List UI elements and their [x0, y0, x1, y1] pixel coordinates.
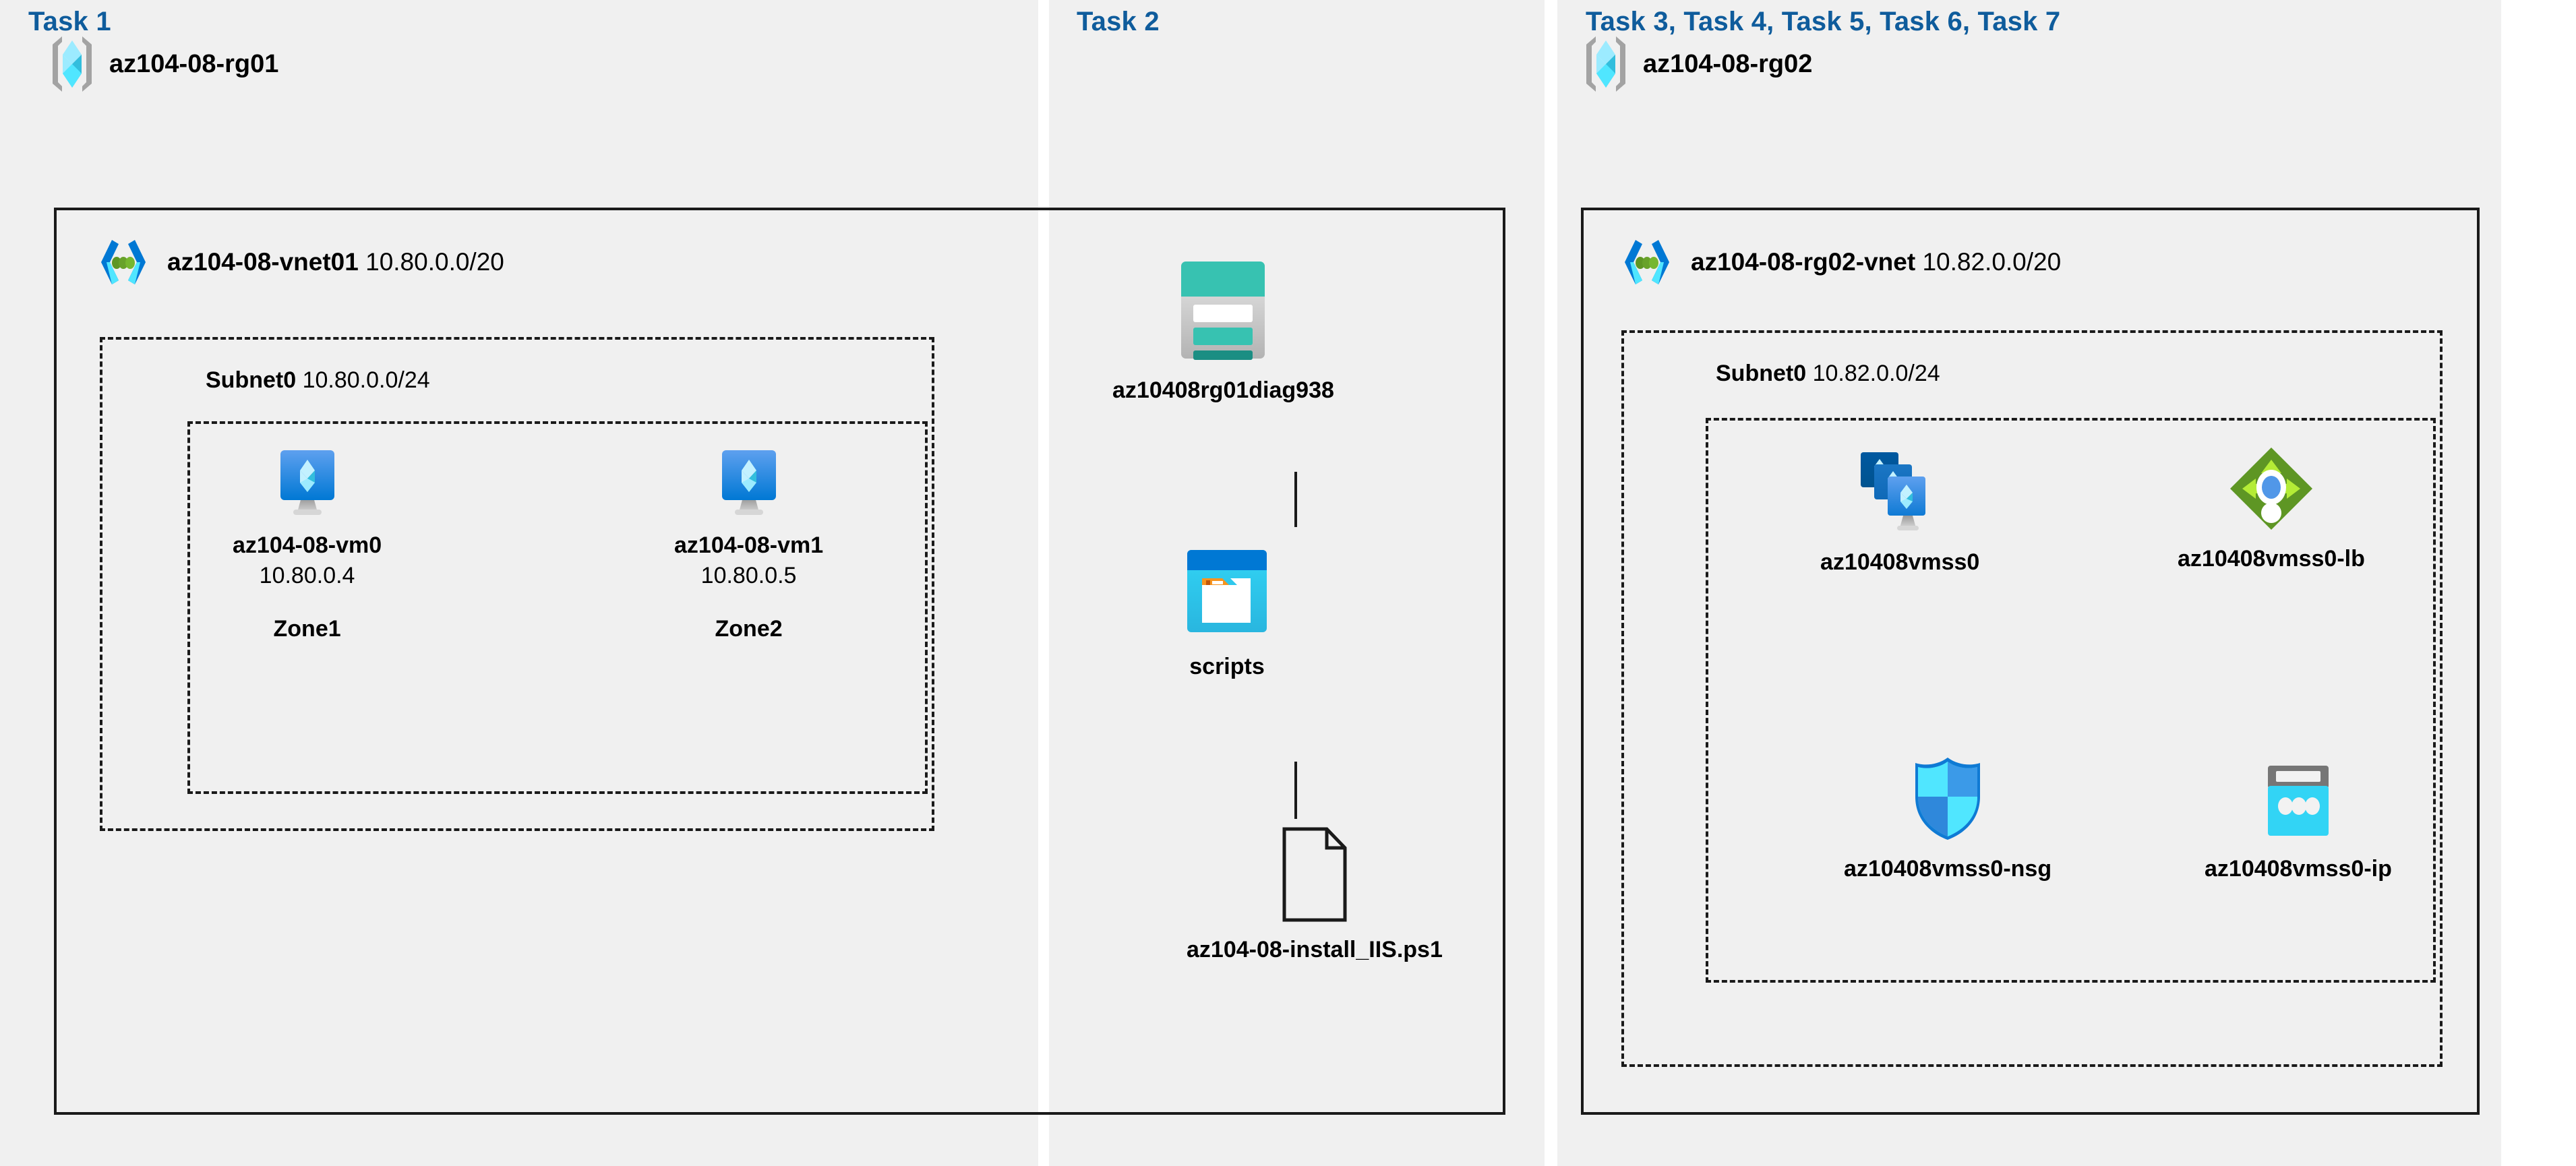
vm-group-boundary — [187, 421, 928, 794]
subnet0-task1-boundary — [100, 337, 934, 831]
storage-account-az10408rg01diag938[interactable]: az10408rg01diag938 — [1112, 256, 1334, 405]
subnet-cidr: 10.82.0.0/24 — [1812, 361, 1940, 386]
vnet-az104-08-rg02-vnet[interactable]: az104-08-rg02-vnet 10.82.0.0/20 — [1618, 236, 2061, 288]
vm-zone: Zone2 — [715, 615, 783, 642]
resource-group-az104-08-rg01[interactable]: az104-08-rg01 — [47, 34, 278, 94]
public-ip-name: az10408vmss0-ip — [2205, 856, 2392, 882]
resource-group-label: az104-08-rg01 — [109, 49, 279, 78]
virtual-network-icon — [94, 236, 152, 288]
vnet-label: az104-08-rg02-vnet 10.82.0.0/20 — [1691, 248, 2061, 276]
virtual-machine-az104-08-vm0[interactable]: az104-08-vm0 10.80.0.4 Zone1 — [233, 445, 382, 642]
public-ip-address-az10408vmss0-ip[interactable]: az10408vmss0-ip — [2205, 762, 2392, 884]
vm-scale-set-icon — [1853, 448, 1947, 536]
connector-storage-to-container — [1294, 472, 1297, 527]
task-2-title: Task 2 — [1077, 7, 1160, 36]
blob-container-scripts[interactable]: scripts — [1176, 546, 1278, 681]
panel-tasks-3-7 — [1557, 0, 2501, 1166]
storage-account-name: az10408rg01diag938 — [1112, 377, 1334, 403]
vm-ip: 10.80.0.5 — [700, 562, 797, 588]
public-ip-address-icon — [2258, 762, 2338, 842]
virtual-network-icon — [1618, 236, 1676, 288]
network-security-group-az10408vmss0-nsg[interactable]: az10408vmss0-nsg — [1844, 755, 2051, 884]
load-balancer-name: az10408vmss0-lb — [2178, 546, 2365, 572]
file-az104-08-install-iis-ps1[interactable]: az104-08-install_IIS.ps1 — [1187, 826, 1443, 964]
container-name: scripts — [1189, 654, 1265, 679]
vnet-name: az104-08-rg02-vnet — [1691, 248, 1916, 276]
file-name: az104-08-install_IIS.ps1 — [1187, 937, 1443, 962]
vm-name: az104-08-vm1 — [674, 532, 824, 558]
virtual-machine-az104-08-vm1[interactable]: az104-08-vm1 10.80.0.5 Zone2 — [674, 445, 823, 642]
vnet-az104-08-vnet01[interactable]: az104-08-vnet01 10.80.0.0/20 — [94, 236, 504, 288]
vm-zone: Zone1 — [273, 615, 341, 642]
subnet-cidr: 10.80.0.0/24 — [302, 367, 430, 393]
vnet-az104-08-rg02-vnet-boundary — [1581, 208, 2480, 1115]
nsg-name: az10408vmss0-nsg — [1844, 856, 2052, 882]
subnet0-task3-boundary — [1621, 330, 2443, 1067]
vnet-label: az104-08-vnet01 10.80.0.0/20 — [167, 248, 504, 276]
resource-group-boundary — [1706, 418, 2436, 983]
vm-name: az104-08-vm0 — [233, 532, 382, 558]
task-1-title: Task 1 — [28, 7, 111, 36]
resource-group-icon — [47, 34, 97, 94]
vm-ip: 10.80.0.4 — [259, 562, 355, 588]
virtual-machine-icon — [712, 445, 786, 519]
subnet-name: Subnet0 — [1716, 361, 1807, 386]
vnet-cidr: 10.80.0.0/20 — [365, 248, 504, 276]
vnet-cidr: 10.82.0.0/20 — [1922, 248, 2062, 276]
storage-account-icon — [1162, 256, 1284, 364]
resource-group-icon — [1581, 34, 1631, 94]
load-balancer-az10408vmss0-lb[interactable]: az10408vmss0-lb — [2178, 445, 2365, 574]
resource-group-az104-08-rg02[interactable]: az104-08-rg02 — [1581, 34, 1812, 94]
vmss-name: az10408vmss0 — [1820, 549, 1980, 575]
resource-group-label: az104-08-rg02 — [1643, 49, 1813, 78]
panel-task-2 — [1049, 0, 1545, 1166]
tasks-3-7-title: Task 3, Task 4, Task 5, Task 6, Task 7 — [1586, 7, 2061, 36]
panel-task-1 — [0, 0, 1038, 1166]
virtual-machine-icon — [270, 445, 345, 519]
blob-container-icon — [1176, 546, 1278, 640]
vm-scale-set-az10408vmss0[interactable]: az10408vmss0 — [1820, 448, 1979, 577]
connector-container-to-file — [1294, 762, 1297, 819]
subnet0-task3-label: Subnet0 10.82.0.0/24 — [1716, 361, 1940, 387]
subnet0-task1-label: Subnet0 10.80.0.0/24 — [206, 367, 430, 394]
network-security-group-icon — [1907, 755, 1988, 842]
vnet-az104-08-vnet01-boundary — [54, 208, 1505, 1115]
subnet-name: Subnet0 — [206, 367, 297, 393]
load-balancer-icon — [2227, 445, 2315, 532]
file-document-icon — [1271, 826, 1358, 923]
vnet-name: az104-08-vnet01 — [167, 248, 359, 276]
